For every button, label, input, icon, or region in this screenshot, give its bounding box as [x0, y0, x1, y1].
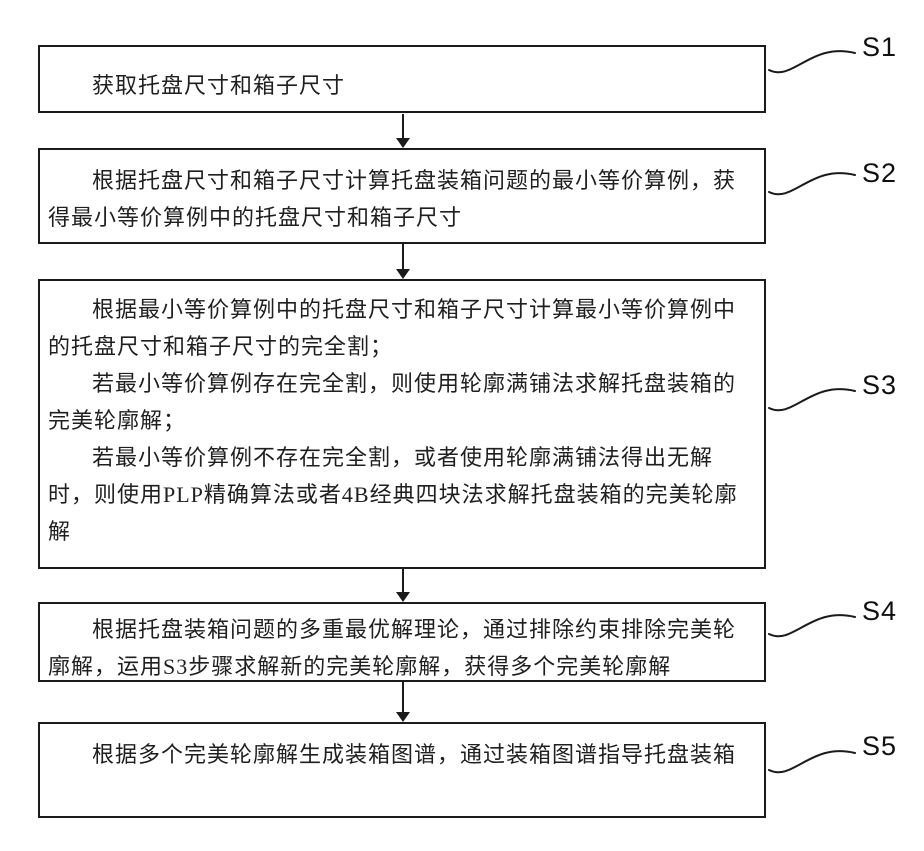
- step-s3-text-3: 若最小等价算例不存在完全割，或者使用轮廓满铺法得出无解时，则使用PLP精确算法或…: [48, 445, 738, 544]
- step-label-s1: S1: [862, 32, 898, 62]
- step-box-s1: 获取托盘尺寸和箱子尺寸: [38, 45, 766, 113]
- leader-line-s4: [767, 604, 859, 644]
- arrow-head-icon: [396, 712, 410, 722]
- arrow-shaft: [402, 244, 404, 269]
- step-s3-text-1: 根据最小等价算例中的托盘尺寸和箱子尺寸计算最小等价算例中的托盘尺寸和箱子尺寸的完…: [48, 297, 737, 359]
- flow-arrow-s3-s4: [396, 569, 410, 602]
- step-s5-text: 根据多个完美轮廓解生成装箱图谱，通过装箱图谱指导托盘装箱: [92, 742, 737, 767]
- leader-line-s2: [767, 162, 859, 202]
- step-s4-text: 根据托盘装箱问题的多重最优解理论，通过排除约束排除完美轮廓解，运用S3步骤求解新…: [48, 617, 737, 679]
- arrow-shaft: [402, 114, 404, 138]
- step-box-s4: 根据托盘装箱问题的多重最优解理论，通过排除约束排除完美轮廓解，运用S3步骤求解新…: [38, 602, 766, 682]
- step-s1-text: 获取托盘尺寸和箱子尺寸: [92, 73, 346, 98]
- step-box-s3: 根据最小等价算例中的托盘尺寸和箱子尺寸计算最小等价算例中的托盘尺寸和箱子尺寸的完…: [38, 279, 766, 569]
- flow-arrow-s2-s3: [396, 244, 410, 279]
- leader-line-s5: [767, 740, 859, 780]
- arrow-shaft: [402, 569, 404, 592]
- arrow-head-icon: [396, 269, 410, 279]
- leader-line-s1: [767, 40, 859, 80]
- step-box-s5: 根据多个完美轮廓解生成装箱图谱，通过装箱图谱指导托盘装箱: [38, 722, 766, 818]
- step-label-s5: S5: [862, 731, 898, 761]
- step-box-s2: 根据托盘尺寸和箱子尺寸计算托盘装箱问题的最小等价算例，获得最小等价算例中的托盘尺…: [38, 148, 766, 244]
- flow-arrow-s4-s5: [396, 682, 410, 722]
- leader-line-s3: [767, 378, 859, 418]
- step-s2-text: 根据托盘尺寸和箱子尺寸计算托盘装箱问题的最小等价算例，获得最小等价算例中的托盘尺…: [48, 168, 737, 230]
- step-label-s3: S3: [862, 370, 898, 400]
- flow-arrow-s1-s2: [396, 114, 410, 148]
- step-s3-text-2: 若最小等价算例存在完全割，则使用轮廓满铺法求解托盘装箱的完美轮廓解；: [48, 371, 737, 433]
- arrow-shaft: [402, 682, 404, 712]
- arrow-head-icon: [396, 592, 410, 602]
- step-label-s2: S2: [862, 158, 898, 188]
- arrow-head-icon: [396, 138, 410, 148]
- step-label-s4: S4: [862, 596, 898, 626]
